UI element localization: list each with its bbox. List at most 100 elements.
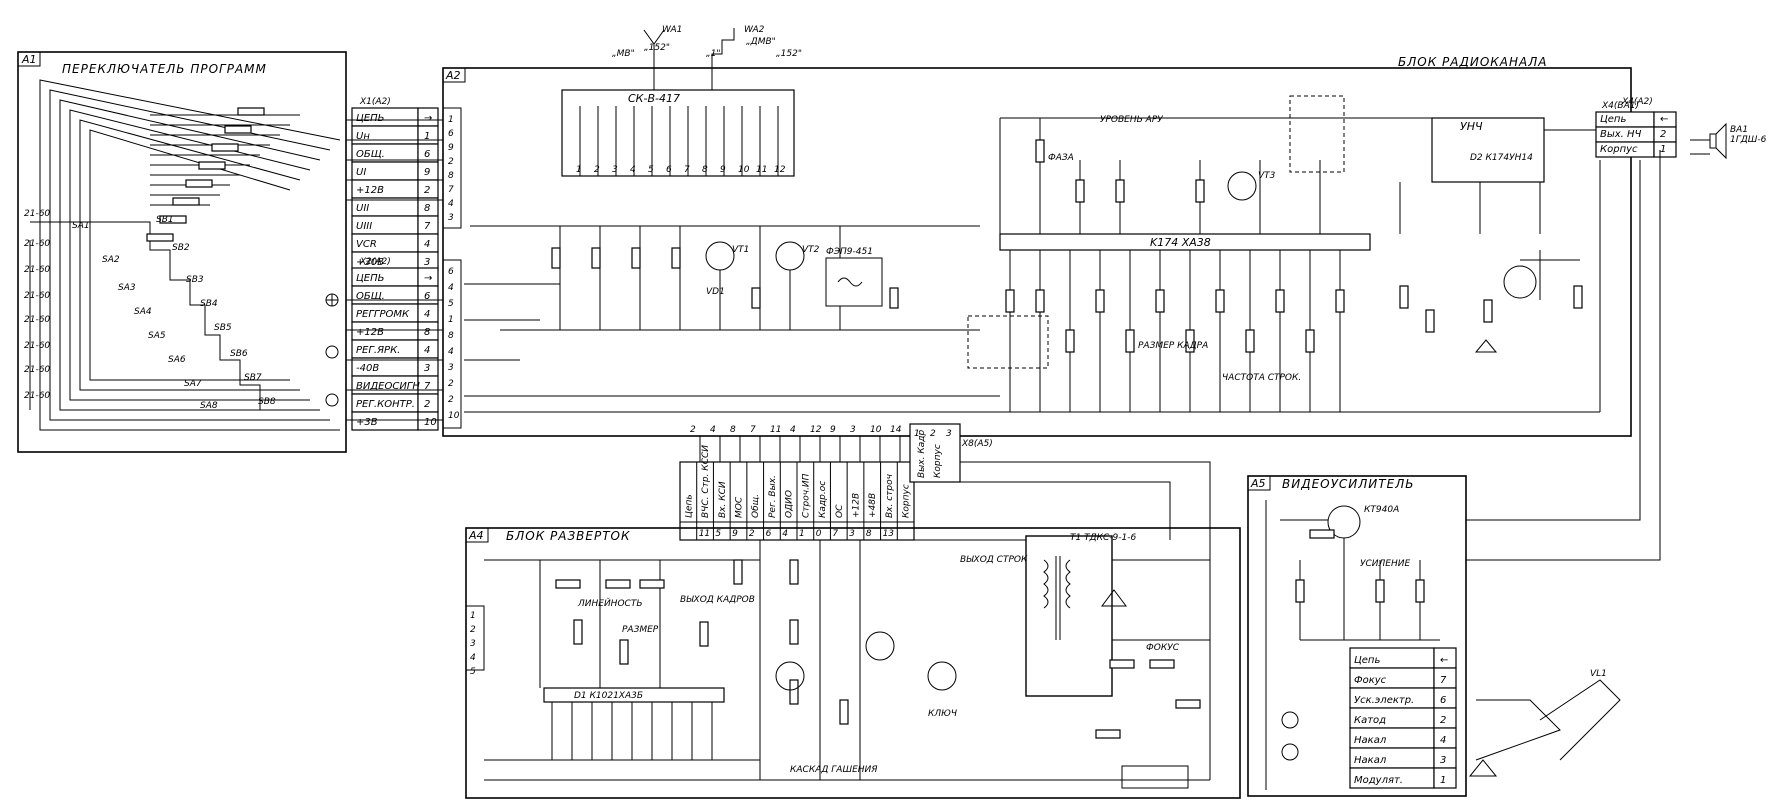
ic-d1-a4 (543, 687, 725, 703)
a2-x1-pin: 7 (448, 185, 454, 195)
x1-row-pin: 3 (424, 257, 430, 268)
block-a4-id: A4 (468, 529, 484, 542)
svg-text:SA2: SA2 (102, 255, 120, 265)
vl1-label: VL1 (1590, 669, 1607, 679)
razmer-label: РАЗМЕР (622, 625, 659, 635)
svg-text:21-60: 21-60 (24, 265, 50, 275)
x4-row-label: Корпус (1600, 144, 1638, 155)
audio-amp-ic (1431, 117, 1545, 183)
a2-x2-pin: 1 (448, 315, 454, 325)
x3-top-pin: 12 (810, 425, 822, 435)
x3-pin: 6 (766, 529, 772, 539)
selector-pin: 8 (702, 165, 708, 175)
x1-row-pin: 7 (424, 221, 431, 232)
block-a1-title: ПЕРЕКЛЮЧАТЕЛЬ ПРОГРАММ (62, 62, 267, 76)
x8-title: X8(A5) (961, 439, 993, 449)
uroven-aru-label: УРОВЕНЬ АРУ (1100, 115, 1163, 125)
x2-row-label: РЕГ.ЯРК. (356, 345, 400, 356)
x1-row-pin: → (424, 113, 432, 124)
a2-x2-pin: 4 (448, 347, 454, 357)
crt-row-label: Накал (1354, 755, 1387, 766)
d2-label: D2 К174УН14 (1470, 153, 1533, 163)
x3-signal-label: ВЧС. Стр. КССИ (701, 445, 711, 518)
x3-top-pin: 9 (830, 425, 836, 435)
x1-row-label: UII (356, 203, 369, 214)
selector-pin: 4 (630, 165, 636, 175)
x1-row-label: +12В (356, 185, 384, 196)
razmer-kadra-label: РАЗМЕР КАДРА (1138, 341, 1208, 351)
crt-row-pin: 6 (1440, 695, 1446, 706)
x1-row-label: ОБЩ. (356, 149, 385, 160)
selector-pin: 3 (612, 165, 618, 175)
selector-pin: 2 (594, 165, 600, 175)
a2-x2-pin: 10 (448, 411, 460, 421)
antenna-wa1 (643, 29, 665, 90)
x2-row-label: +3В (356, 417, 378, 428)
x3-signal-label: Строч.ИП (801, 473, 811, 518)
svg-text:SB5: SB5 (214, 323, 232, 333)
antenna-wa2 (711, 28, 735, 90)
x8-pin: 3 (946, 429, 952, 439)
kaskad-gasheniya-label: КАСКАД ГАШЕНИЯ (790, 765, 878, 775)
speaker-ba1 (1690, 122, 1727, 160)
x1-row-label: ЦЕПЬ (356, 113, 384, 124)
crt-row-pin: 1 (1440, 775, 1446, 786)
block-a2-id: A2 (445, 69, 461, 82)
svg-text:21-60: 21-60 (24, 291, 50, 301)
a2-x1-pin: 6 (448, 129, 454, 139)
crt-row-pin: 2 (1440, 715, 1446, 726)
ant-dmv-label: „152" (776, 49, 802, 59)
crt-row-pin: 7 (1440, 675, 1447, 686)
tuner-selector (561, 89, 795, 177)
mv-label: „MB" (612, 49, 635, 59)
a2-x1-pin: 4 (448, 199, 454, 209)
svg-text:SB6: SB6 (230, 349, 248, 359)
x8-signal-label: Корпус (933, 444, 943, 478)
x1-row-pin: 8 (424, 203, 430, 214)
svg-text:21-60: 21-60 (24, 341, 50, 351)
x3-pin: 5 (715, 529, 721, 539)
x3-signal-label: Вх. КСИ (718, 481, 728, 518)
block-a5-title: ВИДЕОУСИЛИТЕЛЬ (1282, 477, 1414, 491)
svg-text:SA6: SA6 (168, 355, 186, 365)
x3-top-pin: 8 (730, 425, 736, 435)
x4-ba1-label: X4(BA1) (1601, 101, 1639, 111)
x2-row-pin: 4 (424, 345, 430, 356)
x3-signal-label: Общ. (751, 494, 761, 518)
crt-row-label: Уск.электр. (1354, 695, 1414, 706)
x2-row-pin: 4 (424, 309, 430, 320)
block-a4-title: БЛОК РАЗВЕРТОК (506, 529, 631, 543)
svg-text:SA5: SA5 (148, 331, 166, 341)
x2-row-label: ЦЕПЬ (356, 273, 384, 284)
x3-signal-label: ОС (835, 504, 845, 518)
a4-x1-pin: 1 (470, 611, 476, 621)
x2-row-pin: 8 (424, 327, 430, 338)
ba1-type-label: 1ГДШ-6 (1730, 135, 1767, 145)
a4-x1-pin: 3 (470, 639, 476, 649)
svg-text:VT1: VT1 (732, 245, 749, 255)
x3-pin: 1 (799, 529, 805, 539)
a1-quote-label: „1" (706, 49, 721, 59)
x3-pin: 0 (816, 529, 822, 539)
svg-text:SA4: SA4 (134, 307, 152, 317)
x4-row-pin: 2 (1660, 129, 1666, 140)
x1-row-label: +30В (356, 257, 384, 268)
a2-x2-pin: 6 (448, 267, 454, 277)
x3-pin: 3 (849, 529, 855, 539)
x4-row-pin: 1 (1660, 144, 1666, 155)
vyhod-kadrov-label: ВЫХОД КАДРОВ (680, 595, 755, 605)
selector-pin: 11 (756, 165, 767, 175)
x3-top-pin: 4 (790, 425, 796, 435)
vyhod-strok-label: ВЫХОД СТРОК (960, 555, 1028, 565)
svg-text:VT3: VT3 (1258, 171, 1276, 181)
x4-row-label: Вых. НЧ (1600, 129, 1642, 140)
svg-text:SB7: SB7 (244, 373, 262, 383)
svg-text:VD1: VD1 (706, 287, 725, 297)
a2-x1-pin: 2 (448, 157, 454, 167)
x1-row-label: VCR (356, 239, 377, 250)
svg-text:21-60: 21-60 (24, 391, 50, 401)
